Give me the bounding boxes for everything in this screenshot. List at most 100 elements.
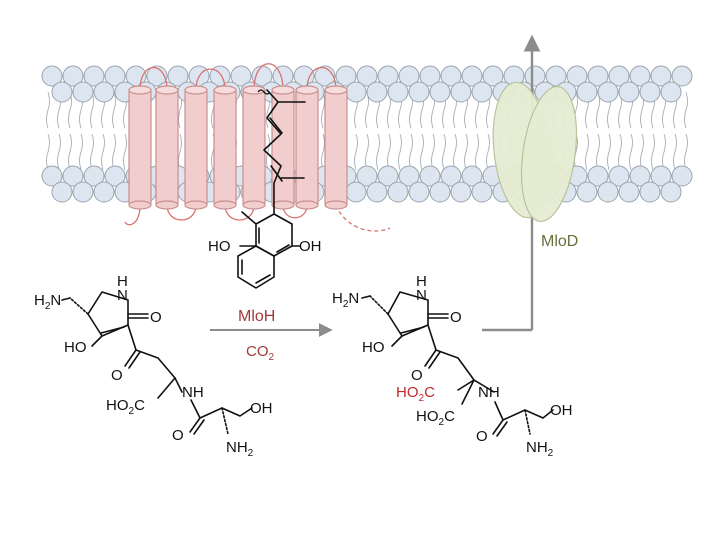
lipid-head	[83, 165, 105, 187]
mlod-label: MloD	[541, 233, 578, 250]
lipid-head	[146, 65, 168, 87]
lipid-tail	[398, 91, 402, 171]
double-bond-1	[269, 117, 283, 134]
substrate-amide-o: O	[172, 427, 184, 444]
product-ketone-o: O	[411, 367, 423, 384]
lipid-head	[597, 181, 619, 203]
helix-bottom	[271, 200, 295, 210]
lipid-head	[587, 65, 609, 87]
lipid-tail	[68, 91, 72, 171]
lipid-head	[629, 65, 651, 87]
substrate-enol-ho: HO	[64, 339, 87, 356]
transmembrane-helix	[324, 89, 348, 206]
product-structure: H N O H2N HO O HO2C HO2C NH O NH2 OH	[332, 273, 573, 459]
product-amino: NH2	[526, 439, 554, 459]
substrate-amino: NH2	[226, 439, 254, 459]
substrate-nh-h: H	[117, 273, 128, 290]
lipid-head	[597, 81, 619, 103]
wavy-bond	[257, 89, 271, 95]
lipid-head	[471, 181, 493, 203]
lipid-head	[398, 165, 420, 187]
lipid-head	[93, 181, 115, 203]
lipid-head	[639, 81, 661, 103]
lipid-tail	[475, 91, 479, 171]
lipid-head	[83, 65, 105, 87]
lipid-tail	[266, 91, 270, 171]
mlod-transporter: MloD	[482, 34, 578, 332]
protein-loop	[335, 204, 391, 232]
lipid-tail	[607, 91, 611, 171]
protein-loop	[195, 68, 226, 91]
helix-top	[155, 85, 179, 95]
lipid-head	[104, 65, 126, 87]
ring-methyl	[241, 211, 257, 225]
protein-loop	[139, 66, 168, 91]
product-acid: HO2C	[416, 408, 455, 428]
lipid-tail	[629, 91, 633, 171]
lipid-head	[93, 81, 115, 103]
cosubstrate-label: CO2	[246, 343, 275, 363]
protein-loop	[166, 204, 197, 221]
lipid-head	[345, 181, 367, 203]
mloh-membrane-protein	[124, 63, 391, 232]
lipid-head	[41, 165, 63, 187]
lipid-tail	[321, 91, 325, 171]
product-hydroxyl: OH	[550, 402, 573, 419]
helix-bottom	[155, 200, 179, 210]
lipid-head	[440, 165, 462, 187]
product-amide-nh: NH	[478, 384, 500, 401]
lipid-tail	[486, 91, 490, 171]
lipid-head	[608, 65, 630, 87]
lipid-head	[62, 165, 84, 187]
lipid-tail	[596, 91, 600, 171]
protein-loop	[253, 63, 284, 91]
lipid-tail	[376, 91, 380, 171]
lipid-head	[356, 165, 378, 187]
mlod-subunit-right	[520, 85, 578, 223]
lipid-head	[408, 181, 430, 203]
substrate-n: N	[117, 287, 128, 304]
transmembrane-helix	[295, 89, 319, 206]
lipid-head	[461, 65, 483, 87]
lipid-head	[461, 165, 483, 187]
protein-loop	[224, 204, 255, 221]
lipid-head	[450, 81, 472, 103]
transmembrane-helix	[155, 89, 179, 206]
substrate-keto-o: O	[150, 309, 162, 326]
lipid-tail	[178, 91, 182, 171]
lipid-head	[576, 181, 598, 203]
lipid-head	[587, 165, 609, 187]
lipid-head	[387, 181, 409, 203]
helix-top	[213, 85, 237, 95]
helix-top	[271, 85, 295, 95]
lipid-tail	[354, 91, 358, 171]
substrate-amine: H2N	[34, 292, 61, 312]
helix-bottom	[184, 200, 208, 210]
lipid-tail	[409, 91, 413, 171]
prenyl-naphthalenediol: HO OH	[208, 89, 322, 289]
lipid-head	[471, 81, 493, 103]
enzyme-label: MloH	[238, 308, 275, 325]
lipid-tail	[123, 91, 127, 171]
product-enol-ho: HO	[362, 339, 385, 356]
naphthalene-ring-b	[237, 245, 275, 289]
lipid-tail	[651, 91, 655, 171]
lipid-head	[377, 65, 399, 87]
lipid-head	[335, 65, 357, 87]
mloh-helices	[128, 85, 348, 210]
mloh-loops	[124, 63, 391, 232]
lipid-head	[671, 165, 693, 187]
lipid-tail	[90, 91, 94, 171]
substrate-amide-nh: NH	[182, 384, 204, 401]
lipid-head	[440, 65, 462, 87]
lipid-tail	[101, 91, 105, 171]
lipid-head	[408, 81, 430, 103]
lipid-head	[366, 81, 388, 103]
lipid-head	[650, 65, 672, 87]
helix-top	[128, 85, 152, 95]
lipid-head	[608, 165, 630, 187]
lipid-tail	[453, 91, 457, 171]
lipid-head	[41, 65, 63, 87]
lipid-head	[660, 81, 682, 103]
